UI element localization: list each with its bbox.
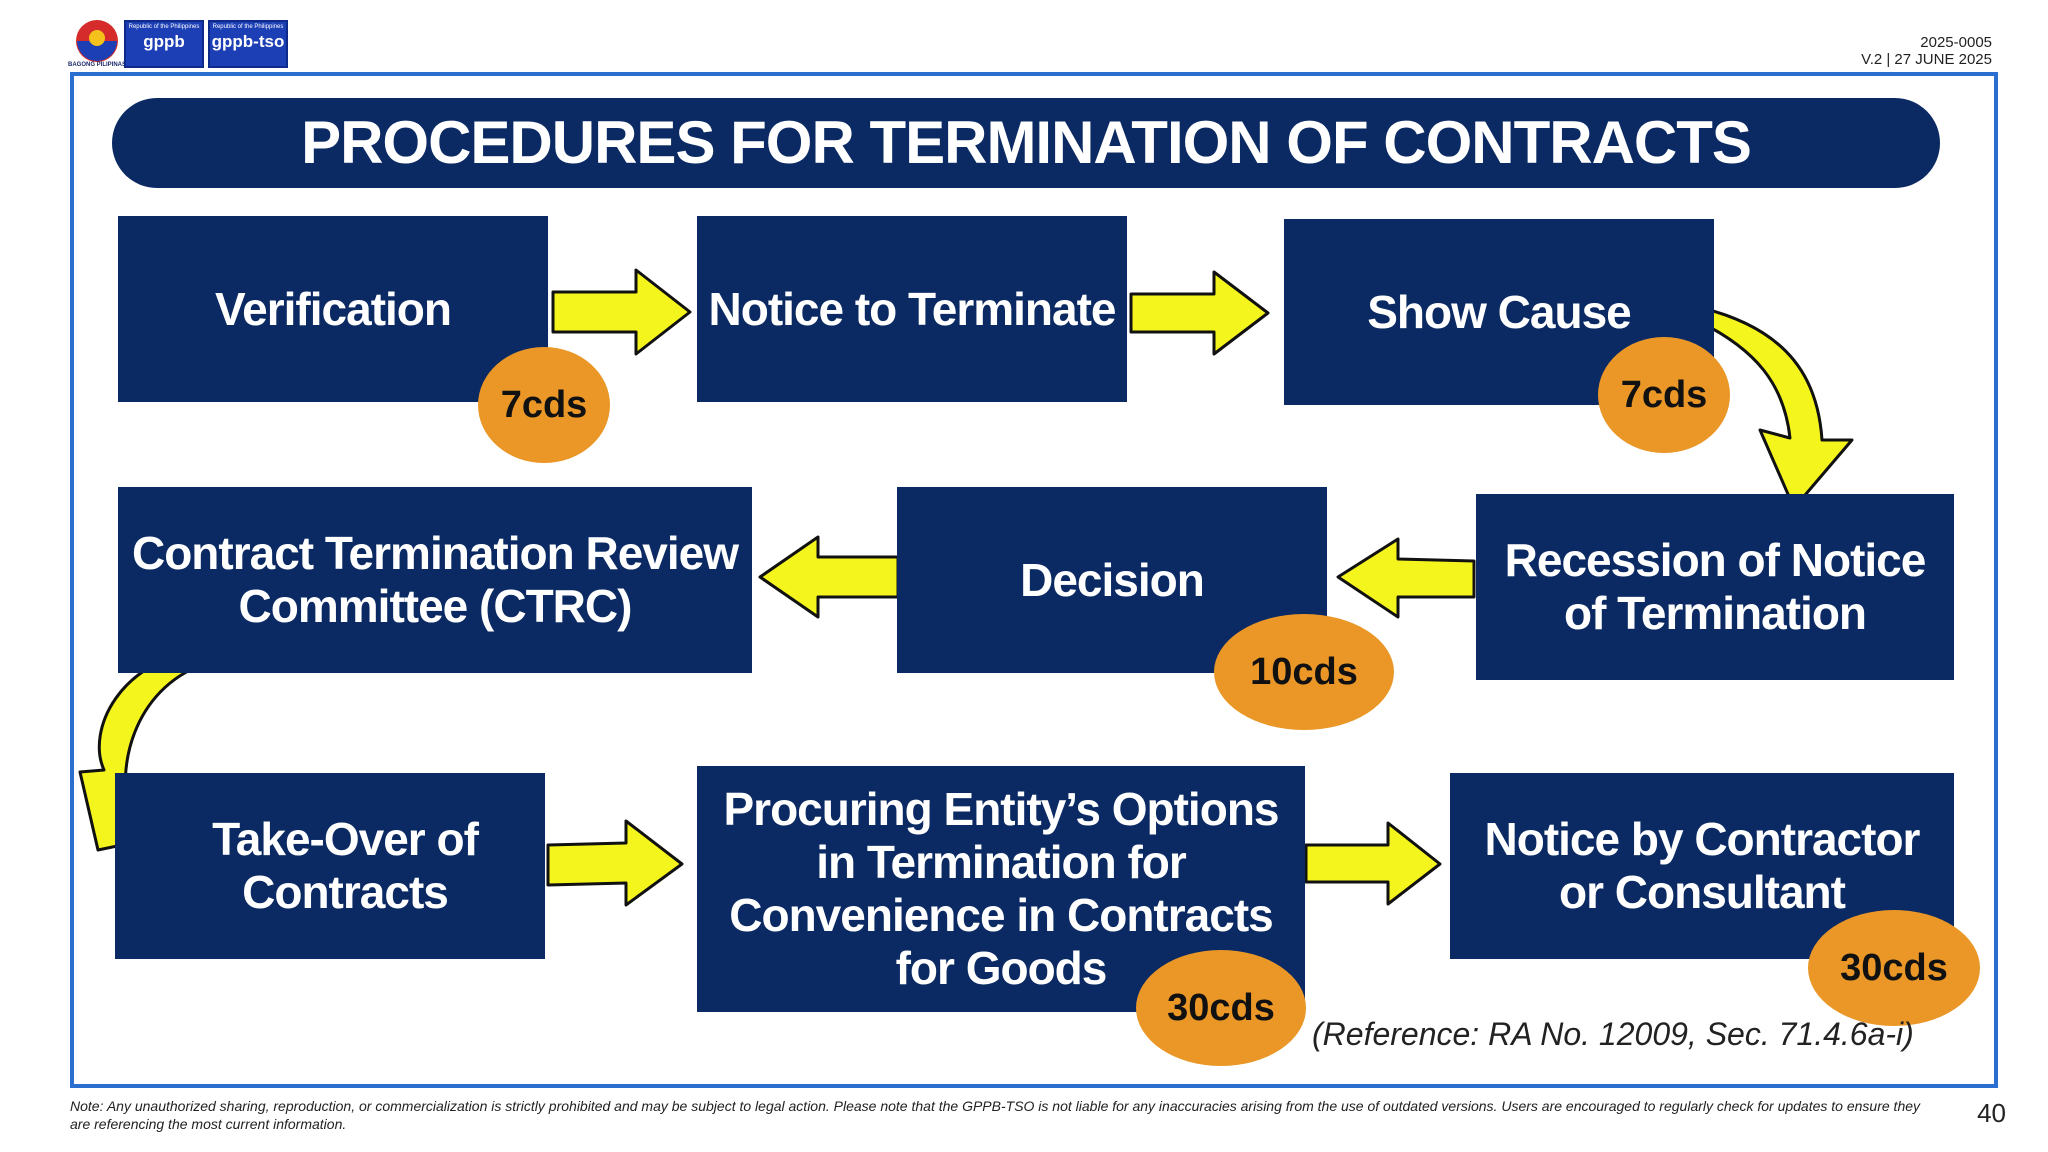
step-verification-label: Verification (215, 282, 452, 335)
gppb-logo: Republic of the Philippines gppb (124, 20, 204, 68)
document-code: 2025-0005 V.2 | 27 JUNE 2025 (1861, 34, 1992, 68)
page-title: PROCEDURES FOR TERMINATION OF CONTRACTS (112, 98, 1940, 188)
gppb-tso-logo: Republic of the Philippines gppb-tso (208, 20, 288, 68)
step-notice-to-terminate-label: Notice to Terminate (708, 282, 1117, 335)
step-procuring-entity-options-label: Procuring Entity’s Options in Terminatio… (723, 783, 1280, 994)
badge-decision-days: 10cds (1214, 614, 1394, 730)
page-number: 40 (1977, 1098, 2006, 1128)
badge-procuring-entity-days: 30cds (1136, 950, 1306, 1066)
gppb-tso-logo-name: gppb-tso (211, 32, 285, 51)
step-ctrc-label: Contract Termination Review Committee (C… (131, 527, 739, 632)
gppb-logo-name: gppb (143, 32, 185, 51)
step-decision-label: Decision (1020, 553, 1205, 606)
bagong-pilipinas-label: BAGONG PILIPINAS (68, 62, 127, 68)
step-recession-of-notice-label: Recession of Notice of Termination (1504, 534, 1927, 639)
step-notice-by-contractor-label: Notice by Contractor or Consultant (1484, 813, 1921, 918)
reference-text: (Reference: RA No. 12009, Sec. 71.4.6a-i… (1312, 1016, 1914, 1052)
doc-version: V.2 | 27 JUNE 2025 (1861, 51, 1992, 68)
philippine-seal-icon (74, 18, 120, 64)
badge-verification-days: 7cds (478, 347, 610, 463)
step-ctrc: Contract Termination Review Committee (C… (118, 487, 752, 673)
badge-show-cause-days: 7cds (1598, 337, 1730, 453)
gppb-logo-small-text: Republic of the Philippines (128, 24, 200, 30)
step-recession-of-notice: Recession of Notice of Termination (1476, 494, 1954, 680)
step-take-over-label: Take-Over of Contracts (212, 813, 479, 918)
step-notice-to-terminate: Notice to Terminate (697, 216, 1127, 402)
doc-code-number: 2025-0005 (1920, 34, 1992, 51)
step-notice-by-contractor: Notice by Contractor or Consultant (1450, 773, 1954, 959)
step-show-cause-label: Show Cause (1367, 285, 1632, 338)
footer-note: Note: Any unauthorized sharing, reproduc… (70, 1098, 1921, 1132)
step-take-over: Take-Over of Contracts (115, 773, 545, 959)
badge-notice-by-contractor-days: 30cds (1808, 910, 1980, 1026)
step-verification: Verification (118, 216, 548, 402)
content-frame (70, 72, 1998, 1088)
gppb-tso-logo-small-text: Republic of the Philippines (212, 24, 284, 30)
